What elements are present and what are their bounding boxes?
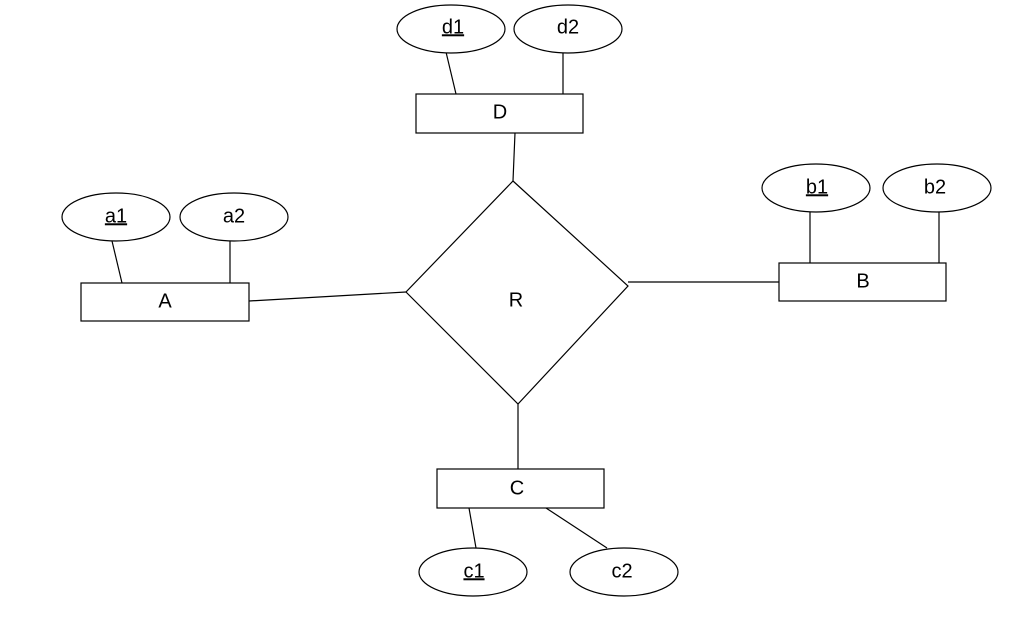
attribute-a1-oval <box>61 192 171 242</box>
attribute-a2[interactable]: a2 <box>179 192 289 242</box>
entity-b-label: B <box>856 270 869 292</box>
entity-d[interactable]: D <box>415 93 584 134</box>
edge-a-a1 <box>111 240 123 284</box>
attribute-b2[interactable]: b2 <box>882 163 992 213</box>
attribute-c1-oval <box>418 547 528 597</box>
entity-c-box <box>436 468 605 509</box>
attribute-c1-label: c1 <box>463 560 484 582</box>
attribute-d2[interactable]: d2 <box>513 4 623 54</box>
attribute-d1-oval <box>396 4 506 54</box>
attribute-b2-oval <box>882 163 992 213</box>
attribute-c1[interactable]: c1 <box>418 547 528 597</box>
attribute-d1[interactable]: d1 <box>396 4 506 54</box>
edge-d-r <box>512 132 516 182</box>
attribute-c2-label: c2 <box>611 560 632 582</box>
attribute-a1[interactable]: a1 <box>61 192 171 242</box>
relationship-label: R <box>509 289 523 311</box>
edge-d-d1 <box>445 51 457 95</box>
attribute-d2-label: d2 <box>557 16 579 38</box>
entity-b-box <box>778 262 947 302</box>
attribute-a2-oval <box>179 192 289 242</box>
attribute-b2-label: b2 <box>924 176 946 198</box>
edge-c-c1 <box>468 507 477 549</box>
entity-c-label: C <box>510 477 524 499</box>
attribute-d2-oval <box>513 4 623 54</box>
attribute-b1-oval <box>761 163 871 213</box>
attribute-c2-oval <box>569 547 679 597</box>
entity-a[interactable]: A <box>80 282 250 322</box>
edge-a-r <box>248 291 407 302</box>
attribute-a2-label: a2 <box>223 205 245 227</box>
entity-c[interactable]: C <box>436 468 605 509</box>
connectors <box>111 51 940 549</box>
relationship-diamond <box>405 180 629 405</box>
entity-b[interactable]: B <box>778 262 947 302</box>
attribute-b1[interactable]: b1 <box>761 163 871 213</box>
entity-d-label: D <box>493 101 507 123</box>
edge-c-c2 <box>545 507 608 549</box>
attribute-d1-label: d1 <box>442 16 464 38</box>
attribute-c2[interactable]: c2 <box>569 547 679 597</box>
entity-d-box <box>415 93 584 134</box>
attribute-b1-label: b1 <box>806 176 828 198</box>
attribute-a1-label: a1 <box>105 205 127 227</box>
entity-a-label: A <box>158 290 172 312</box>
relationship-r[interactable]: R <box>405 180 629 405</box>
entity-a-box <box>80 282 250 322</box>
